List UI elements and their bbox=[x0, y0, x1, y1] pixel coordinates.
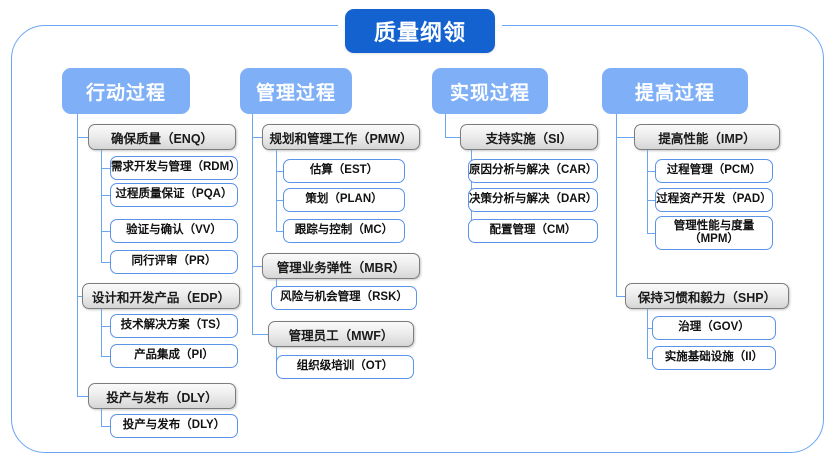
connector-subtrunk bbox=[647, 150, 649, 233]
leaf-box-col-improve-0-2[interactable]: 管理性能与度量 （MPM） bbox=[655, 216, 773, 250]
connector-leaf-stub bbox=[647, 200, 655, 202]
leaf-box-col-action-2-0[interactable]: 投产与发布（DLY） bbox=[110, 414, 238, 438]
leaf-box-col-improve-1-0[interactable]: 治理（GOV） bbox=[652, 316, 776, 340]
connector-leaf-stub bbox=[647, 358, 652, 360]
group-box-col-action-0[interactable]: 确保质量（ENQ） bbox=[88, 124, 236, 150]
group-box-col-action-2[interactable]: 投产与发布（DLY） bbox=[88, 383, 236, 409]
connector-stub bbox=[616, 137, 634, 139]
connector-trunk-col-improve bbox=[616, 114, 618, 296]
leaf-box-col-implement-0-2[interactable]: 配置管理（CM） bbox=[468, 219, 598, 243]
connector-leaf-stub bbox=[647, 233, 655, 235]
connector-stub bbox=[616, 296, 625, 298]
connector-stub bbox=[77, 137, 88, 139]
connector-stub bbox=[252, 137, 262, 139]
connector-trunk-col-action bbox=[77, 114, 79, 396]
leaf-box-col-manage-0-1[interactable]: 策划（PLAN） bbox=[283, 188, 405, 212]
leaf-box-col-implement-0-1[interactable]: 决策分析与解决（DAR） bbox=[468, 188, 598, 212]
connector-stub bbox=[252, 334, 268, 336]
group-box-col-manage-0[interactable]: 规划和管理工作（PMW） bbox=[262, 124, 420, 150]
connector-leaf-stub bbox=[101, 231, 110, 233]
leaf-box-col-implement-0-0[interactable]: 原因分析与解决（CAR） bbox=[468, 159, 598, 183]
connector-subtrunk bbox=[101, 409, 103, 426]
column-header-col-improve[interactable]: 提高过程 bbox=[602, 68, 748, 114]
leaf-box-col-manage-0-0[interactable]: 估算（EST） bbox=[283, 159, 405, 183]
connector-stub bbox=[77, 396, 88, 398]
connector-leaf-stub bbox=[101, 356, 110, 358]
leaf-box-col-improve-1-1[interactable]: 实施基础设施（II） bbox=[652, 346, 776, 370]
leaf-box-col-improve-0-1[interactable]: 过程资产开发（PAD） bbox=[655, 188, 773, 212]
group-box-col-action-1[interactable]: 设计和开发产品（EDP） bbox=[82, 283, 240, 309]
connector-stub bbox=[252, 266, 262, 268]
connector-subtrunk bbox=[647, 309, 649, 358]
connector-subtrunk bbox=[276, 150, 278, 231]
leaf-box-col-manage-0-2[interactable]: 跟踪与控制（MC） bbox=[283, 219, 405, 243]
connector-leaf-stub bbox=[276, 171, 283, 173]
group-box-col-manage-1[interactable]: 管理业务弹性（MBR） bbox=[262, 253, 420, 279]
leaf-box-col-manage-2-0[interactable]: 组织级培训（OT） bbox=[276, 355, 414, 379]
leaf-box-col-action-1-1[interactable]: 产品集成（PI） bbox=[110, 344, 238, 368]
column-header-col-implement[interactable]: 实现过程 bbox=[432, 68, 548, 114]
leaf-box-col-action-1-0[interactable]: 技术解决方案（TS） bbox=[110, 314, 238, 338]
connector-leaf-stub bbox=[647, 171, 655, 173]
connector-stub bbox=[77, 296, 82, 298]
connector-subtrunk bbox=[101, 150, 103, 262]
column-header-col-manage[interactable]: 管理过程 bbox=[240, 68, 352, 114]
connector-subtrunk bbox=[101, 309, 103, 356]
diagram-title: 质量纲领 bbox=[345, 9, 495, 53]
leaf-box-col-action-0-2[interactable]: 验证与确认（VV） bbox=[110, 219, 238, 243]
connector-trunk-col-manage bbox=[252, 114, 254, 334]
leaf-box-col-improve-0-0[interactable]: 过程管理（PCM） bbox=[655, 159, 773, 183]
connector-leaf-stub bbox=[101, 326, 110, 328]
group-box-col-manage-2[interactable]: 管理员工（MWF） bbox=[268, 321, 414, 347]
connector-leaf-stub bbox=[101, 262, 110, 264]
group-box-col-implement-0[interactable]: 支持实施（SI） bbox=[460, 124, 598, 150]
connector-leaf-stub bbox=[647, 328, 652, 330]
connector-leaf-stub bbox=[101, 168, 110, 170]
connector-leaf-stub bbox=[101, 195, 110, 197]
connector-leaf-stub bbox=[276, 231, 283, 233]
connector-leaf-stub bbox=[101, 426, 110, 428]
leaf-box-col-action-0-3[interactable]: 同行评审（PR） bbox=[110, 250, 238, 274]
connector-trunk-col-implement bbox=[445, 114, 447, 137]
column-header-col-action[interactable]: 行动过程 bbox=[62, 68, 190, 114]
group-box-col-improve-1[interactable]: 保持习惯和毅力（SHP） bbox=[625, 283, 789, 309]
leaf-box-col-manage-1-0[interactable]: 风险与机会管理（RSK） bbox=[271, 286, 417, 310]
leaf-box-col-action-0-1[interactable]: 过程质量保证（PQA） bbox=[110, 183, 238, 207]
connector-stub bbox=[445, 137, 460, 139]
connector-leaf-stub bbox=[276, 200, 283, 202]
group-box-col-improve-0[interactable]: 提高性能（IMP） bbox=[634, 124, 780, 150]
leaf-box-col-action-0-0[interactable]: 需求开发与管理（RDM） bbox=[110, 156, 241, 180]
